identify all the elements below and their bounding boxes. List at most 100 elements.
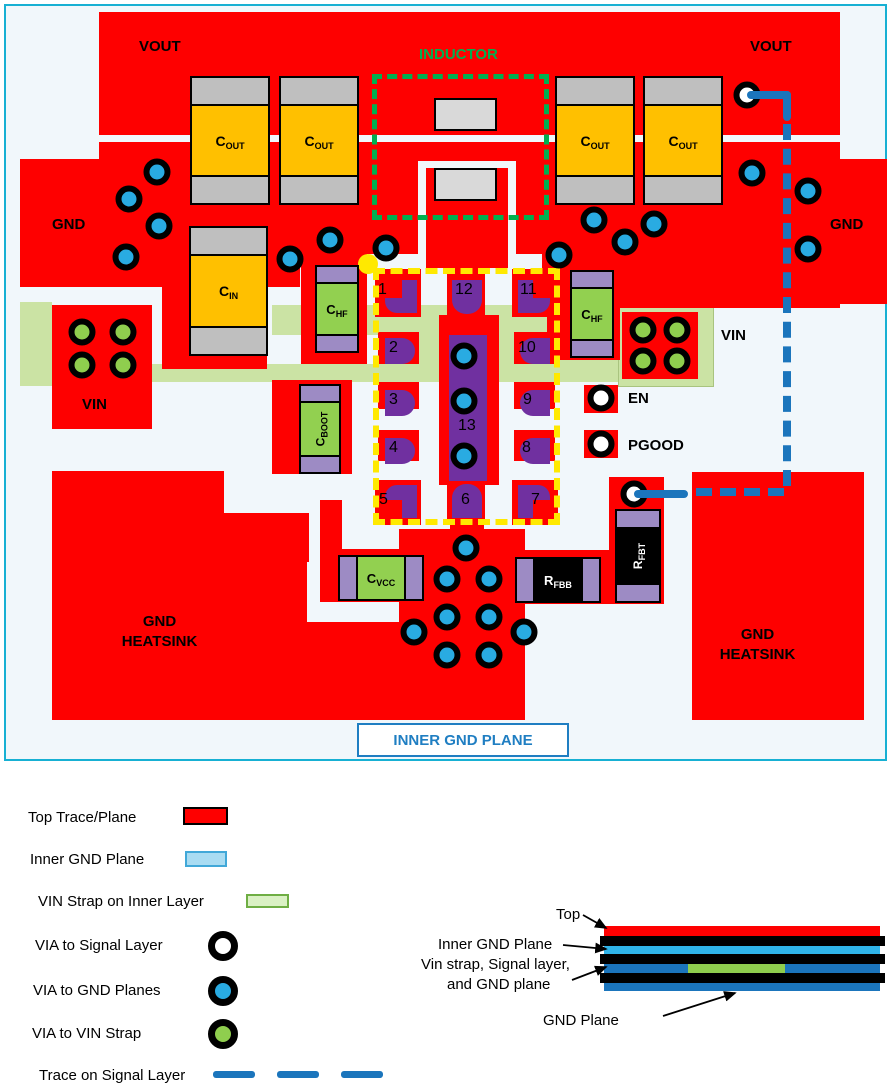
- pin-number-8: 8: [522, 439, 531, 456]
- cout1-label: COUT: [215, 132, 245, 151]
- gnd-via: [640, 210, 668, 238]
- pin8-pad: [520, 438, 550, 464]
- chf-right-label: CHF: [581, 306, 603, 324]
- trace-signal-dash: [341, 1071, 383, 1078]
- cap-terminal: [301, 457, 339, 472]
- signal-trace-solid: [783, 91, 791, 121]
- stackup-label-vin-strap-1: Vin strap, Signal layer,: [421, 956, 570, 973]
- cin-capacitor: CIN: [189, 226, 268, 356]
- chf-left-capacitor: CHF: [315, 265, 359, 353]
- gnd-via: [276, 245, 304, 273]
- signal-trace-dashed-horizontal: [696, 488, 784, 496]
- gnd-via-pad13: [450, 387, 478, 415]
- via-vin-icon: [208, 1019, 238, 1049]
- gnd-via: [545, 241, 573, 269]
- pgood-label: PGOOD: [628, 437, 684, 454]
- cap-terminal: [557, 78, 633, 104]
- stackup-arrows: [562, 914, 737, 1017]
- vin-right-label: VIN: [721, 327, 747, 344]
- resistor-terminal: [517, 559, 533, 601]
- red-plane-swatch: [183, 807, 228, 825]
- cout4-label: COUT: [668, 132, 698, 151]
- gnd-via: [400, 618, 428, 646]
- gnd-heatsink-left-label: GND HEATSINK: [121, 613, 198, 650]
- gnd-via: [580, 206, 608, 234]
- legend-label-trace-signal: Trace on Signal Layer: [39, 1067, 186, 1084]
- vin-via: [68, 351, 96, 379]
- rfbb-resistor: RFBB: [515, 557, 601, 603]
- gnd-via: [433, 641, 461, 669]
- pin1-marker-dot: [358, 254, 378, 274]
- gnd-via: [143, 158, 171, 186]
- inner-gnd-plane-caption: INNER GND PLANE: [357, 723, 569, 757]
- pin-number-5: 5: [379, 491, 388, 508]
- pin-number-4: 4: [389, 439, 398, 456]
- gnd-via: [115, 185, 143, 213]
- pin6-pad: [452, 484, 482, 518]
- gnd-via: [510, 618, 538, 646]
- inductor-label: INDUCTOR: [419, 46, 498, 63]
- stackup-gnd-plane: [604, 983, 880, 991]
- via-signal-icon: [208, 931, 238, 961]
- gnd-via: [475, 603, 503, 631]
- vin-via: [109, 318, 137, 346]
- cap-terminal: [191, 328, 266, 354]
- cout4-capacitor: COUT: [643, 76, 723, 205]
- inductor-pad-top: [434, 98, 497, 131]
- legend-label-via-signal: VIA to Signal Layer: [35, 937, 163, 954]
- pin-number-3: 3: [389, 391, 398, 408]
- pin7-pad: [518, 485, 550, 500]
- cvcc-capacitor: CVCC: [338, 555, 424, 601]
- gnd-right-label: GND: [830, 216, 864, 233]
- cap-terminal: [301, 386, 339, 401]
- gnd-via: [433, 603, 461, 631]
- gnd-via: [475, 565, 503, 593]
- cap-terminal: [557, 177, 633, 203]
- cap-terminal: [572, 341, 612, 356]
- cap-terminal: [645, 177, 721, 203]
- pin-number-1: 1: [378, 281, 387, 298]
- pin-number-12: 12: [455, 281, 473, 298]
- cout1-capacitor: COUT: [190, 76, 270, 205]
- gnd-via: [738, 159, 766, 187]
- cboot-label: CBOOT: [312, 411, 329, 447]
- trace-signal-dash: [277, 1071, 319, 1078]
- sw-island-ext: [426, 254, 508, 268]
- gnd-via: [794, 177, 822, 205]
- via-gnd-icon: [208, 976, 238, 1006]
- stackup-top-copper: [604, 926, 880, 936]
- pin3-pad: [385, 390, 415, 416]
- rfbt-resistor: RFBT: [615, 509, 661, 603]
- stackup-dielectric: [600, 936, 885, 946]
- vin-left-label: VIN: [82, 396, 108, 413]
- pin12-pad: [452, 280, 482, 314]
- stackup-label-top: Top: [556, 906, 581, 923]
- legend-label-inner-gnd: Inner GND Plane: [30, 851, 145, 868]
- legend-label-vin-strap: VIN Strap on Inner Layer: [38, 893, 204, 910]
- pin-number-13: 13: [458, 417, 476, 434]
- vin-via: [663, 347, 691, 375]
- cout2-capacitor: COUT: [279, 76, 359, 205]
- chf-right-capacitor: CHF: [570, 270, 614, 358]
- gnd-via: [452, 534, 480, 562]
- rfbb-label: RFBB: [544, 572, 572, 590]
- gnd-left-label: GND: [52, 216, 86, 233]
- vin-via: [629, 316, 657, 344]
- pin-number-2: 2: [389, 339, 398, 356]
- cap-terminal: [192, 78, 268, 104]
- pin1-pad: [385, 298, 417, 313]
- left-heatsink-b: [52, 513, 309, 562]
- gnd-via: [145, 212, 173, 240]
- legend-label-top-trace: Top Trace/Plane: [28, 809, 137, 826]
- stackup-label-gnd-plane: GND Plane: [543, 1012, 619, 1029]
- pin-number-7: 7: [531, 491, 540, 508]
- inductor-outline: [372, 74, 549, 220]
- cap-terminal: [281, 177, 357, 203]
- pin-number-6: 6: [461, 491, 470, 508]
- gnd-via: [433, 565, 461, 593]
- pin-number-9: 9: [523, 391, 532, 408]
- cap-terminal: [317, 267, 357, 282]
- pin4-pad: [385, 438, 415, 464]
- gnd-heatsink-right-label: GND HEATSINK: [719, 626, 796, 663]
